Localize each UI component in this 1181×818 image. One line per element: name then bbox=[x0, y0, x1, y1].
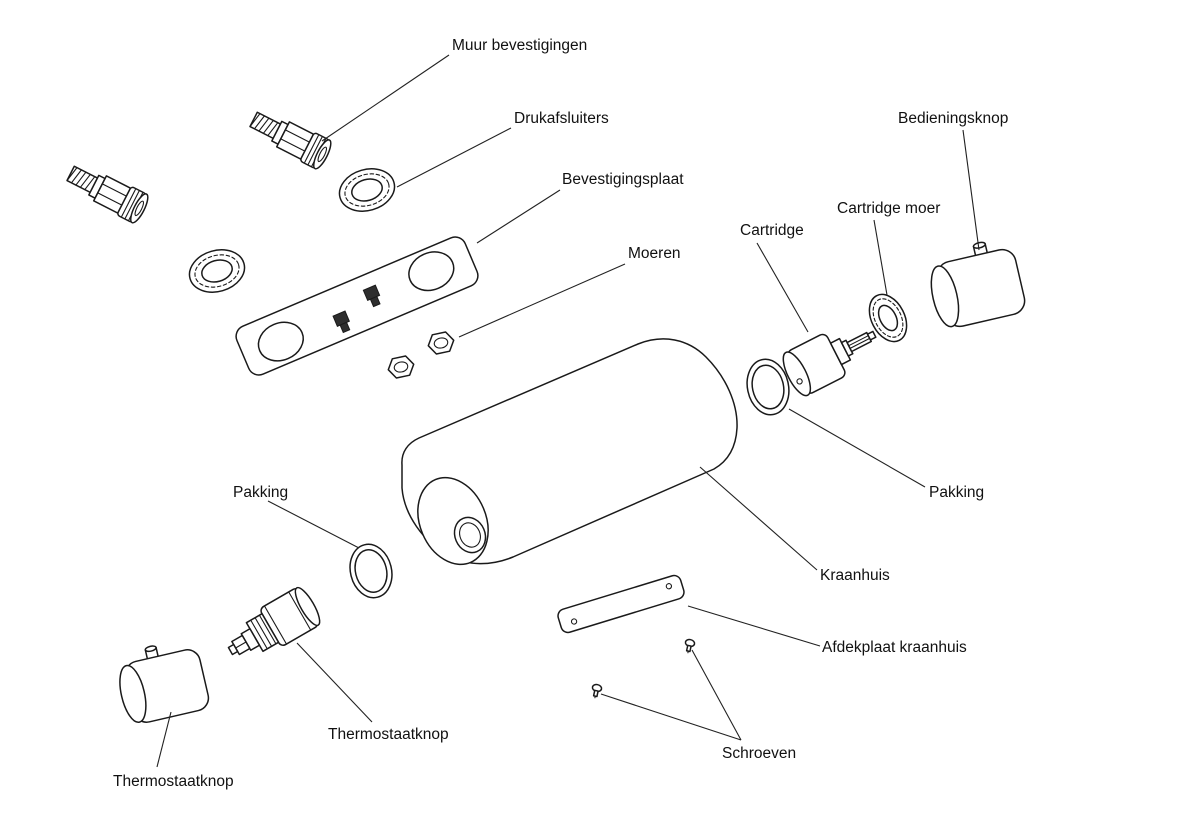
part-cartridge bbox=[782, 330, 877, 397]
leader-pakking-left bbox=[267, 500, 360, 549]
leader-muur-bevestigingen bbox=[321, 54, 450, 142]
labels-layer: Muur bevestigingen Drukafsluiters Bevest… bbox=[113, 37, 1008, 790]
part-pressure-valve-top bbox=[333, 161, 401, 219]
part-valve-body bbox=[401, 338, 738, 566]
label-cartridge-moer: Cartridge moer bbox=[837, 200, 940, 217]
label-schroeven: Schroeven bbox=[722, 745, 796, 762]
leader-drukafsluiters bbox=[396, 127, 512, 188]
part-mounting-plate bbox=[235, 236, 479, 376]
label-thermostaatknop-cartridge: Thermostaatknop bbox=[328, 726, 449, 743]
leader-pakking-right bbox=[788, 408, 926, 488]
leader-cartridge-moer bbox=[873, 219, 888, 296]
plate-bolt-2 bbox=[362, 284, 381, 308]
leader-bedieningsknop bbox=[962, 129, 980, 251]
leader-kraanhuis bbox=[699, 466, 818, 571]
leader-schroef-2 bbox=[691, 649, 742, 741]
part-thermostat-knob bbox=[119, 645, 210, 723]
part-nut-2 bbox=[425, 329, 457, 357]
part-pressure-valve-left bbox=[183, 242, 251, 300]
leader-moeren bbox=[458, 263, 626, 338]
label-kraanhuis: Kraanhuis bbox=[820, 567, 890, 584]
part-nut-1 bbox=[385, 353, 417, 381]
label-pakking-right: Pakking bbox=[929, 484, 984, 501]
label-bevestigingsplaat: Bevestigingsplaat bbox=[562, 171, 684, 188]
leader-lines-layer bbox=[156, 54, 980, 768]
label-pakking-left: Pakking bbox=[233, 484, 288, 501]
leader-cartridge bbox=[756, 242, 809, 333]
part-wall-fitting-top bbox=[245, 104, 335, 172]
part-thermostat-cartridge bbox=[227, 586, 321, 656]
leader-thermostaatknop-knob bbox=[156, 711, 172, 768]
part-gasket-left bbox=[349, 543, 393, 599]
label-drukafsluiters: Drukafsluiters bbox=[514, 110, 609, 127]
leader-schroef-1 bbox=[600, 693, 742, 741]
leader-afdekplaat bbox=[687, 605, 821, 647]
part-cartridge-nut bbox=[868, 293, 908, 343]
label-bedieningsknop: Bedieningsknop bbox=[898, 110, 1008, 127]
label-afdekplaat-kraanhuis: Afdekplaat kraanhuis bbox=[822, 639, 967, 656]
part-screw-2 bbox=[682, 637, 696, 655]
label-muur-bevestigingen: Muur bevestigingen bbox=[452, 37, 587, 54]
label-cartridge: Cartridge bbox=[740, 222, 804, 239]
parts-layer bbox=[62, 104, 1026, 723]
part-control-knob bbox=[930, 241, 1026, 328]
part-screw-1 bbox=[589, 682, 603, 700]
label-moeren: Moeren bbox=[628, 245, 681, 262]
leader-thermostaatknop-cartridge bbox=[296, 642, 373, 723]
part-wall-fitting-left bbox=[62, 158, 152, 226]
part-cover-plate bbox=[557, 574, 685, 634]
plate-bolt-1 bbox=[332, 310, 351, 334]
label-thermostaatknop-knob: Thermostaatknop bbox=[113, 773, 234, 790]
part-gasket-right bbox=[746, 358, 790, 416]
leader-bevestigingsplaat bbox=[476, 189, 561, 244]
